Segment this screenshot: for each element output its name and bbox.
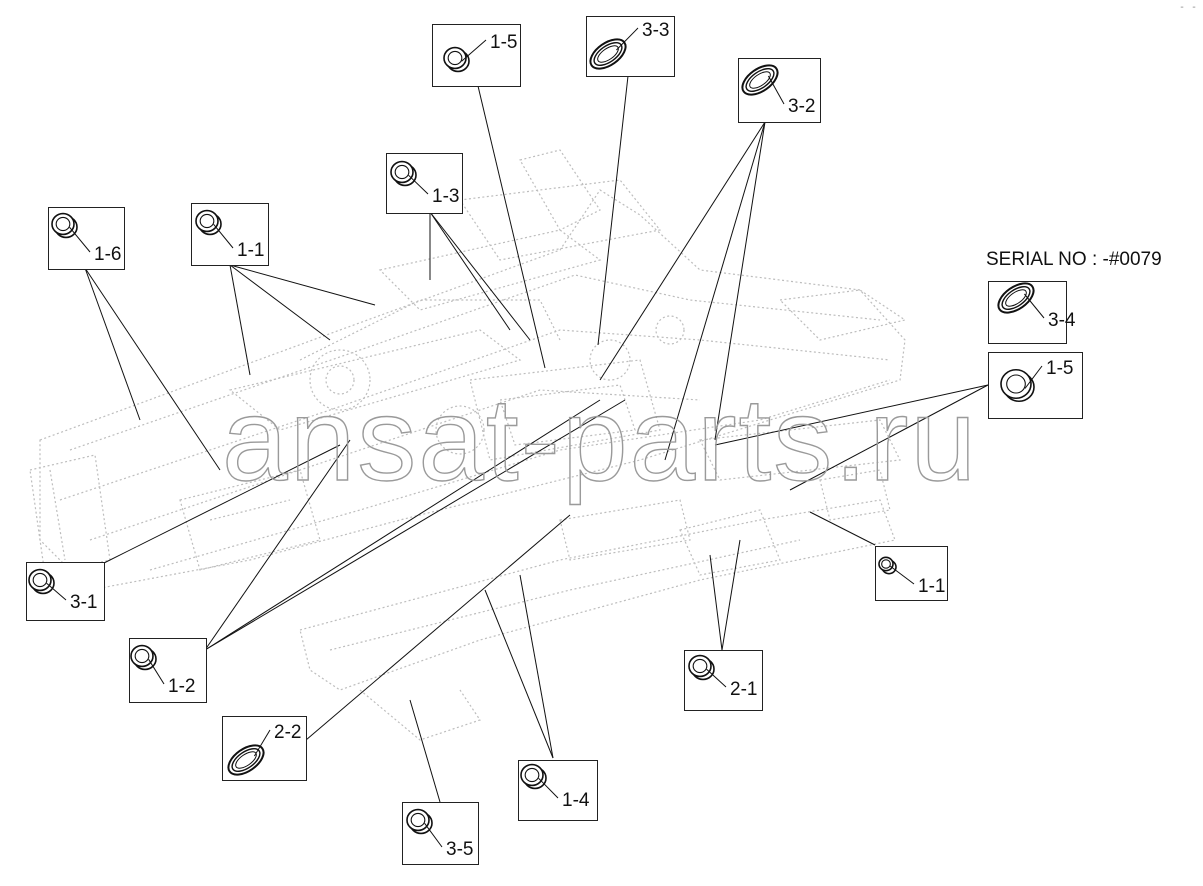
callout-leader: [213, 223, 234, 249]
grommet-ring-icon: [688, 654, 715, 681]
callout-label: 1-5: [1046, 358, 1073, 379]
grommet-ring-icon: [878, 556, 897, 575]
callout-label: 3-2: [788, 96, 815, 117]
leader-lines: [84, 75, 989, 803]
grommet-ring-icon: [390, 160, 417, 187]
callout-leader: [253, 729, 271, 757]
callout-leader: [538, 777, 559, 799]
callout-leader: [408, 174, 429, 195]
callout-2-2: 2-2: [222, 716, 307, 781]
callout-label: 1-1: [918, 576, 945, 597]
callout-boxes: 1-5 3-3 3-2 1-3 1-6 1-1 3-4 1-5 1-1 3-1 1-2 2-1 2-2 1…: [26, 16, 1083, 865]
serial-note: SERIAL NO : -#0079: [986, 249, 1162, 270]
callout-leader: [46, 582, 67, 601]
grommet-ring-icon: [520, 763, 547, 790]
callout-1-2: 1-2: [129, 638, 207, 703]
callout-label: 3-1: [70, 592, 97, 613]
grommet-ring-icon: [28, 568, 55, 595]
grommet-ring-icon: [130, 644, 157, 671]
callout-1-1-top: 1-1: [191, 203, 269, 266]
chassis-frame-illustration: [29, 149, 907, 741]
callout-3-1: 3-1: [26, 562, 105, 621]
callout-label: 1-1: [237, 240, 264, 261]
callout-label: 3-4: [1048, 310, 1076, 331]
seal-oval-icon: [997, 282, 1035, 314]
callout-label: 1-2: [168, 676, 195, 697]
grommet-ring-icon: [406, 808, 433, 835]
callout-leader: [69, 226, 91, 253]
callout-label: 1-5: [490, 32, 517, 53]
callout-label: 1-6: [94, 244, 121, 265]
callout-leader: [461, 39, 487, 62]
callout-box: [988, 352, 1083, 419]
callout-3-3: 3-3: [586, 16, 675, 77]
grommet-ring-icon: [443, 46, 470, 73]
callout-1-6: 1-6: [48, 207, 125, 270]
callout-leader: [424, 823, 443, 848]
callout-2-1: 2-1: [684, 650, 763, 711]
callout-1-1-right: 1-1: [875, 546, 948, 601]
callout-1-3: 1-3: [386, 153, 463, 214]
callout-leader: [1024, 293, 1045, 319]
grommet-ring-icon: [51, 212, 78, 239]
callout-box: [684, 650, 763, 711]
corner-mark: - -: [1178, 2, 1197, 13]
callout-leader: [1024, 365, 1043, 389]
callout-label: 1-3: [432, 186, 459, 207]
callout-3-4: 3-4: [988, 281, 1076, 344]
callout-1-4: 1-4: [518, 760, 598, 821]
callout-label: 3-5: [446, 839, 473, 860]
callout-label: 1-4: [562, 790, 590, 811]
callout-leader: [889, 565, 915, 585]
callout-leader: [616, 27, 639, 51]
callout-1-5-right: 1-5: [988, 352, 1083, 419]
callout-label: 2-1: [730, 679, 757, 700]
callout-1-5-top: 1-5: [432, 24, 521, 87]
callout-leader: [148, 659, 165, 685]
watermark-text: ansat-parts.ru: [222, 374, 978, 506]
callout-leader: [767, 75, 785, 105]
callout-label: 3-3: [642, 20, 669, 41]
callout-box: [432, 24, 521, 87]
callout-label: 2-2: [274, 722, 301, 743]
seal-oval-icon: [589, 38, 627, 70]
seal-oval-icon: [741, 64, 779, 96]
grommet-ring-icon: [1000, 368, 1035, 403]
callout-3-5: 3-5: [402, 802, 479, 865]
callout-leader: [706, 668, 727, 688]
callout-3-2: 3-2: [738, 58, 821, 123]
grommet-ring-icon: [195, 209, 222, 236]
